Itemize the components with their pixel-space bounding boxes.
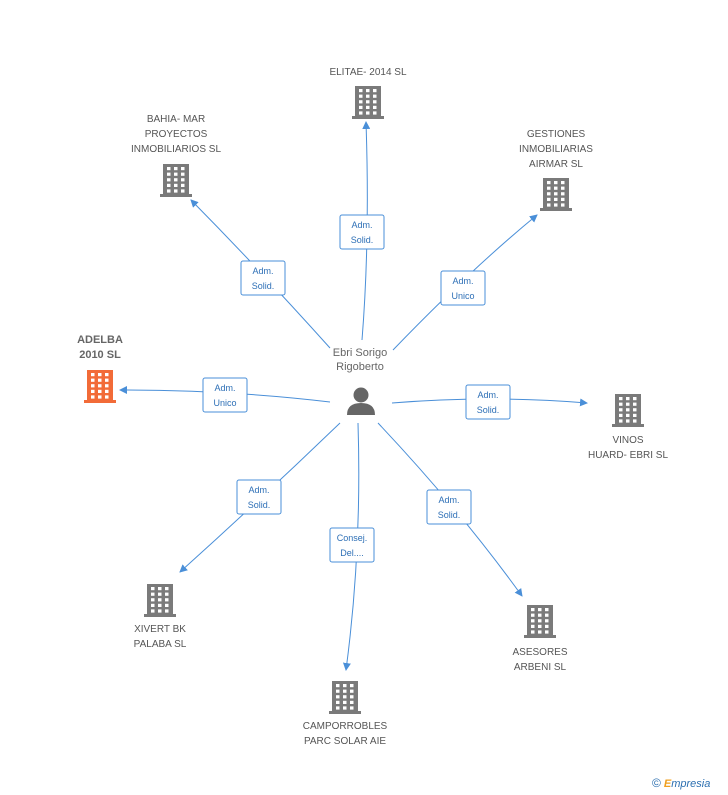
role-text: Del.... [340, 548, 364, 558]
company-label-elitae[interactable]: ELITAE- 2014 SL [329, 67, 407, 78]
role-text: Adm. [252, 266, 273, 276]
person-icon [347, 387, 375, 415]
company-label-xivert[interactable]: PALABA SL [134, 639, 187, 650]
role-box-xivert[interactable]: Adm. Solid. [236, 479, 282, 515]
company-label-asesores[interactable]: ASESORES [512, 647, 567, 658]
role-text: Adm. [248, 485, 269, 495]
role-text: Consej. [337, 533, 368, 543]
role-box-gestiones[interactable]: Adm. Unico [440, 270, 486, 306]
role-text: Adm. [438, 495, 459, 505]
brand-logo-initial: E [663, 778, 672, 790]
building-icon-elitae[interactable] [352, 86, 384, 119]
company-label-bahia[interactable]: BAHIA- MAR [147, 114, 205, 125]
company-label-gestiones[interactable]: AIRMAR SL [529, 159, 583, 170]
building-icon-bahia[interactable] [160, 164, 192, 197]
role-text: Unico [451, 291, 474, 301]
role-box-vinos[interactable]: Adm. Solid. [465, 384, 511, 420]
company-label-xivert[interactable]: XIVERT BK [134, 624, 186, 635]
center-person-name: Rigoberto [336, 361, 384, 373]
copyright-symbol: © [652, 776, 661, 790]
building-icon-gestiones[interactable] [540, 178, 572, 211]
role-box-elitae[interactable]: Adm. Solid. [339, 214, 385, 250]
company-label-camporrobles[interactable]: CAMPORROBLES [303, 721, 388, 732]
role-text: Solid. [351, 235, 374, 245]
role-text: Solid. [248, 500, 271, 510]
company-label-adelba[interactable]: 2010 SL [79, 349, 121, 361]
company-label-camporrobles[interactable]: PARC SOLAR AIE [304, 736, 386, 747]
company-label-bahia[interactable]: PROYECTOS [145, 129, 208, 140]
company-label-gestiones[interactable]: INMOBILIARIAS [519, 144, 593, 155]
building-icon-camporrobles[interactable] [329, 681, 361, 714]
copyright-footer: ©Empresia [652, 776, 710, 790]
role-box-bahia[interactable]: Adm. Solid. [240, 260, 286, 296]
building-icon-xivert[interactable] [144, 584, 176, 617]
role-box-adelba[interactable]: Adm. Unico [202, 377, 248, 413]
company-label-gestiones[interactable]: GESTIONES [527, 129, 586, 140]
company-label-asesores[interactable]: ARBENI SL [514, 662, 567, 673]
building-icon-adelba[interactable] [84, 370, 116, 403]
company-label-vinos[interactable]: VINOS [612, 435, 643, 446]
brand-logo-text: mpresia [671, 778, 711, 790]
company-label-bahia[interactable]: INMOBILIARIOS SL [131, 144, 221, 155]
role-text: Unico [213, 398, 236, 408]
company-label-adelba[interactable]: ADELBA [77, 334, 123, 346]
role-text: Adm. [477, 390, 498, 400]
role-text: Solid. [252, 281, 275, 291]
role-box-camporrobles[interactable]: Consej. Del.... [329, 527, 375, 563]
role-text: Solid. [477, 405, 500, 415]
role-box-asesores[interactable]: Adm. Solid. [426, 489, 472, 525]
building-icon-asesores[interactable] [524, 605, 556, 638]
role-text: Solid. [438, 510, 461, 520]
role-text: Adm. [452, 276, 473, 286]
center-person-name: Ebri Sorigo [333, 347, 387, 359]
company-label-vinos[interactable]: HUARD- EBRI SL [588, 450, 668, 461]
building-icon-vinos[interactable] [612, 394, 644, 427]
role-text: Adm. [351, 220, 372, 230]
role-text: Adm. [214, 383, 235, 393]
